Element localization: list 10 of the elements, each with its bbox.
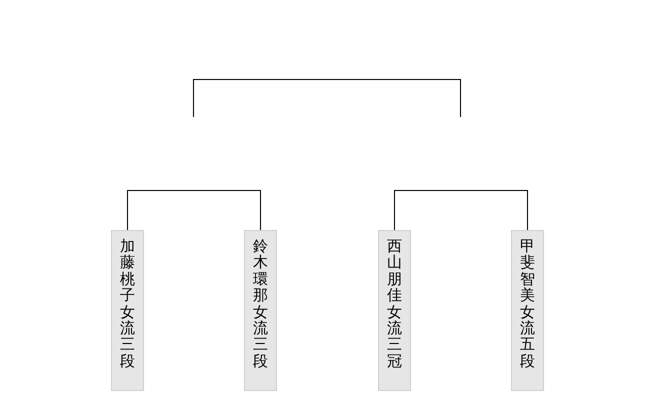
player-name: 鈴木環那女流三段 [252,238,268,370]
player-box [378,230,411,391]
player-box [111,230,144,391]
player-name: 甲斐智美女流五段 [520,238,536,370]
player-box [244,230,277,391]
bracket-line [394,190,528,230]
player-name: 西山朋佳女流三冠 [386,238,402,370]
bracket-line [127,190,261,230]
player-box [511,230,544,391]
player-name: 加藤桃子女流三段 [120,238,136,370]
